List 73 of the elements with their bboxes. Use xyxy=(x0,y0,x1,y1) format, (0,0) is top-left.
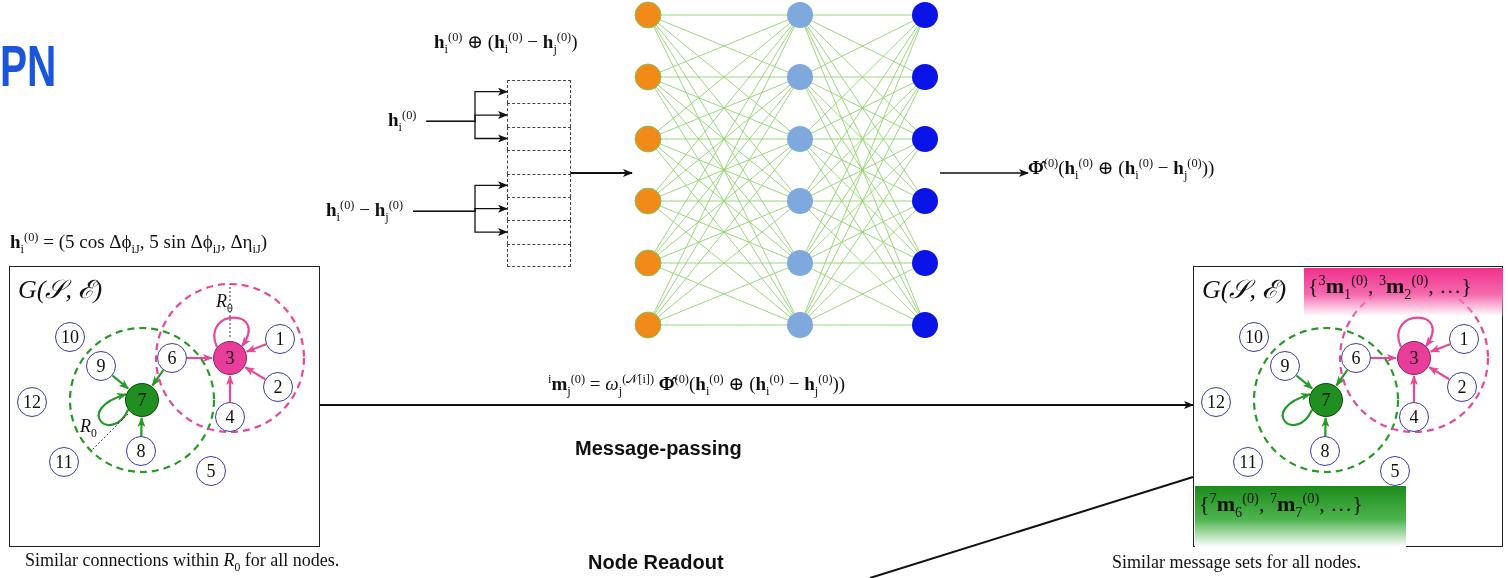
graph-edge xyxy=(226,375,234,402)
vector-label: h$_{i}$$^{(0)}$ ⊕ (h$_{i}$$^{(0)}$ − h$_{j}$$^{(0)}$) xyxy=(434,30,578,57)
graph-edge xyxy=(1321,417,1330,437)
graph-edge xyxy=(1397,316,1434,348)
graph-node: 11 xyxy=(1233,447,1263,477)
graph-node: 3 xyxy=(1397,341,1431,375)
graph-edge xyxy=(111,374,129,390)
arrow xyxy=(319,401,1194,409)
formula-text: Φ̂$^{(0)}$(h$_{i}$$^{(0)}$ ⊕ (h$_{i}$$^{(0)}$ − h$_{j}$$^{(0)}$)) xyxy=(1028,156,1215,183)
graph-node: 1 xyxy=(1449,324,1479,354)
graph-node: 2 xyxy=(1447,372,1477,402)
graph-edge xyxy=(245,343,267,353)
message-set-band: {$^{3}$m$_{1}$$^{(0)}$, $^{3}$m$_{2}$$^{(0)}$, …} xyxy=(1304,268,1503,316)
graph-node: 10 xyxy=(1239,322,1269,352)
graph-node: 6 xyxy=(157,343,187,373)
graph-node: 3 xyxy=(213,341,247,375)
vector-cell xyxy=(507,197,571,221)
radius-label: R$_{0}$ xyxy=(80,416,97,441)
graph-edge xyxy=(1410,375,1418,402)
graph-title: G(𝒮, ℰ) xyxy=(1202,275,1287,305)
arrow xyxy=(412,210,508,237)
vector-cell xyxy=(507,103,571,127)
graph-edge xyxy=(1335,369,1349,387)
vector-cell xyxy=(507,150,571,174)
arrow xyxy=(425,120,508,143)
stage-label: Node Readout xyxy=(588,551,724,574)
graph-node: 4 xyxy=(215,402,245,432)
page-title: PN xyxy=(0,32,57,99)
message-set-band: {$^{7}$m$_{6}$$^{(0)}$, $^{7}$m$_{7}$$^{(0)}$, …} xyxy=(1195,486,1406,547)
graph-edge xyxy=(187,354,213,362)
edge-label: $^{i}$m$_{j}$$^{(0)}$ = ω$_{j}$$^{(𝒩[i])}$ Φ̂$^{(0)}$(h$_{i}$$^{(0)}$ ⊕ (h$_{i}$$^{(0)}$ − h$_{j}$$^{(0)}$)) xyxy=(546,372,848,399)
graph-node: 4 xyxy=(1399,402,1429,432)
arrow xyxy=(570,169,633,177)
graph-node: 11 xyxy=(49,447,79,477)
graph-node: 5 xyxy=(196,456,226,486)
graph-node: 7 xyxy=(125,383,159,417)
graph-edge xyxy=(1371,354,1397,362)
graph-node: 9 xyxy=(1270,351,1300,381)
graph-edge xyxy=(244,366,266,381)
graph-node: 12 xyxy=(1201,387,1231,417)
node-label: Similar connections within R$_{0}$ for all nodes. xyxy=(25,550,340,574)
graph-node: 2 xyxy=(263,372,293,402)
formula-text: h$_{i}$$^{(0)}$ = (5 cos Δϕ$_{iJ}$, 5 sin Δϕ$_{iJ}$, Δη$_{iJ}$) xyxy=(10,230,268,257)
graph-edge xyxy=(1428,366,1450,381)
graph-node: 12 xyxy=(17,387,47,417)
arrow xyxy=(939,169,1029,177)
radius-label: R$_{0}$ xyxy=(216,291,233,316)
graph-title: G(𝒮, ℰ) xyxy=(18,275,103,305)
vector-cell xyxy=(507,126,571,151)
graph-edge xyxy=(1295,374,1313,390)
graph-node: 6 xyxy=(1341,343,1371,373)
graph-edge xyxy=(137,417,146,437)
neural-network-drawing xyxy=(632,0,940,342)
graph-node: 7 xyxy=(1309,383,1343,417)
graph-edge xyxy=(97,393,129,426)
graph-node: 8 xyxy=(1310,436,1340,466)
graph-node: 9 xyxy=(86,351,116,381)
graph-node: 1 xyxy=(265,324,295,354)
graph-node: 8 xyxy=(126,436,156,466)
graph-edge xyxy=(151,369,165,387)
graph-edge xyxy=(1281,393,1313,426)
node-label: Similar message sets for all nodes. xyxy=(1112,552,1361,573)
graph-panel xyxy=(9,266,320,547)
graph-edge xyxy=(213,316,250,348)
graph-panel xyxy=(1193,266,1503,547)
vector-cell xyxy=(507,173,571,197)
graph-edge xyxy=(1429,343,1451,353)
vector-cell xyxy=(507,80,571,104)
vector-cell xyxy=(507,220,571,244)
vector-cell xyxy=(507,243,571,268)
graph-node: 10 xyxy=(55,322,85,352)
stage-label: Message-passing xyxy=(575,437,742,460)
graph-node: 5 xyxy=(1380,456,1410,486)
